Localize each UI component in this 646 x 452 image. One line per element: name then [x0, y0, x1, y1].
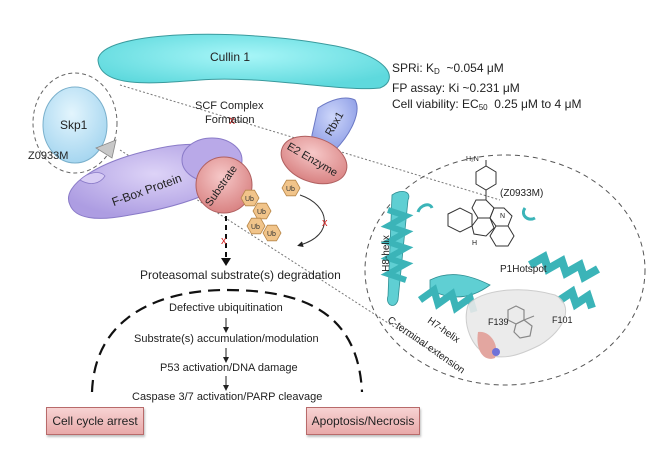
compound-structure — [447, 160, 515, 247]
cell-viability-stat: Cell viability: EC50 0.25 μM to 4 μM — [392, 97, 582, 112]
ub-hexagon — [252, 202, 272, 220]
skp1-label: Skp1 — [60, 118, 88, 132]
ub-hexagon — [246, 217, 266, 235]
pathway-step-1: Defective ubiquitination — [169, 302, 283, 314]
ub-label: Ub — [286, 186, 295, 193]
ub-hexagon — [281, 179, 301, 197]
ring-nh-label: H — [472, 240, 478, 247]
degradation-label: Proteasomal substrate(s) degradation — [140, 268, 341, 282]
ub-label: Ub — [267, 231, 276, 238]
e2-enzyme-shape — [280, 135, 348, 185]
skp1-shape — [42, 86, 108, 164]
ub-label: Ub — [257, 209, 266, 216]
f101-label: F101 — [552, 315, 573, 325]
ub-hexagon — [240, 189, 260, 207]
protein-helices — [380, 190, 600, 314]
scf-formation-label: Formation — [205, 114, 255, 126]
cullin1-label: Cullin 1 — [210, 50, 251, 64]
fbox-notch — [79, 172, 106, 184]
skp1-highlight-circle — [32, 72, 118, 174]
z0933m-wedge-icon — [95, 139, 117, 159]
degradation-arrowhead — [221, 258, 231, 266]
substrate-shape — [195, 156, 253, 214]
surface-patch-blue — [492, 348, 500, 356]
pathway-dashed-arc — [90, 288, 364, 393]
cullin1-shape — [97, 33, 390, 90]
ub-label: Ub — [245, 196, 254, 203]
structure-inset-circle — [364, 154, 646, 386]
ring-n-label: N — [500, 213, 506, 220]
p1-hotspot-label: P1Hotspot — [500, 264, 547, 275]
h8-helix-label: H8-helix — [380, 235, 392, 272]
ligand-sticks — [507, 305, 535, 339]
z0933m-label: Z0933M — [28, 150, 69, 162]
cell-cycle-arrest-box: Cell cycle arrest — [46, 407, 144, 435]
ub-hexagon — [262, 224, 282, 242]
binding-stats: SPRi: KD ~0.054 μM FP assay: Ki ~0.231 μ… — [392, 60, 581, 116]
ub-label: Ub — [251, 224, 260, 231]
pathway-step-4: Caspase 3/7 activation/PARP cleavage — [132, 391, 323, 403]
spri-stat: SPRi: KD ~0.054 μM — [392, 61, 504, 76]
pathway-step-3: P53 activation/DNA damage — [160, 362, 298, 374]
f139-label: F139 — [488, 317, 509, 327]
surface-patch-red — [477, 331, 497, 359]
inhibit-x-icon: x — [322, 217, 328, 229]
apoptosis-necrosis-box: Apoptosis/Necrosis — [306, 407, 420, 435]
fp-stat: FP assay: Ki ~0.231 μM — [392, 81, 520, 95]
scf-inhibit-x-icon: x — [229, 113, 235, 127]
scf-complex-label: SCF Complex — [195, 100, 264, 112]
amine-label: H₂N — [466, 156, 479, 163]
pathway-step-2: Substrate(s) accumulation/modulation — [134, 333, 319, 345]
compound-label: (Z0933M) — [500, 188, 544, 199]
ub-transfer-arrow — [297, 194, 325, 248]
degradation-inhibit-x-icon: x — [221, 235, 227, 247]
